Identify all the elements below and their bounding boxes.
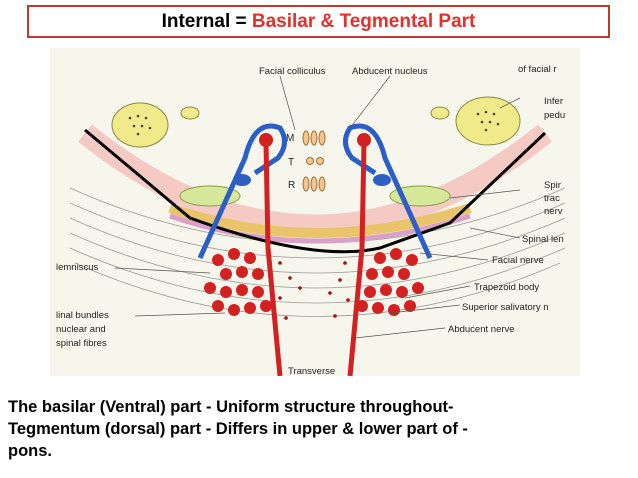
transverse-fibres	[69, 187, 566, 317]
label-spinal-len: Spinal len	[522, 234, 564, 245]
nucleus-oval	[180, 106, 200, 120]
nucleus-letter-r: R	[288, 180, 295, 191]
title-prefix: Internal =	[161, 10, 252, 32]
label-infer: Infer	[544, 96, 563, 107]
label-nuclear-and: nuclear and	[56, 324, 106, 335]
label-bundles: linal bundles	[56, 310, 109, 321]
label-transverse: Transverse	[288, 366, 335, 376]
label-facial-colliculus: Facial colliculus	[259, 66, 326, 77]
right-facial-nucleus	[373, 174, 391, 186]
nucleus-letter-m: M	[286, 133, 294, 144]
small-nuclei-dots	[278, 261, 350, 320]
left-inferior-peduncle	[111, 102, 169, 148]
caption-line-2: Tegmentum (dorsal) part - Differs in upp…	[8, 420, 468, 438]
nucleus-letter-t: T	[288, 157, 294, 168]
left-facial-nerve	[197, 123, 287, 260]
label-pedu: pedu	[544, 110, 565, 121]
caption-text: The basilar (Ventral) part - Uniform str…	[8, 396, 633, 462]
label-trapezoid-body: Trapezoid body	[474, 282, 539, 293]
left-abducent-nerve	[263, 142, 283, 376]
label-abducent-nucleus: Abducent nucleus	[352, 66, 428, 77]
right-abducent-nucleus	[357, 133, 371, 147]
title-highlight: Basilar & Tegmental Part	[251, 10, 476, 32]
peduncle-dots	[128, 110, 500, 136]
right-inferior-peduncle	[455, 96, 521, 146]
label-lemniscus: lemniscus	[56, 262, 98, 273]
left-abducent-nucleus	[259, 133, 273, 147]
lemniscus-band-pink	[169, 213, 471, 244]
right-abducent-nerve	[347, 142, 367, 376]
pontine-nuclei-right	[356, 248, 424, 316]
label-of-facial: of facial r	[518, 64, 557, 75]
label-trac: trac	[544, 193, 560, 204]
lemniscus-band	[168, 203, 472, 238]
motor-nuclei-group	[302, 130, 326, 192]
nucleus-oval	[430, 106, 450, 120]
title-banner: Internal = Basilar & Tegmental Part	[27, 5, 610, 38]
label-superior-salivatory: Superior salivatory n	[462, 302, 549, 313]
left-facial-nucleus	[233, 174, 251, 186]
label-abducent-nerve: Abducent nerve	[448, 324, 515, 335]
leader-lines	[114, 75, 521, 339]
pons-cross-section-diagram: M T R Facial colliculus Abducent	[50, 48, 580, 376]
caption-line-1: The basilar (Ventral) part - Uniform str…	[8, 398, 454, 416]
label-spinal-fibres: spinal fibres	[56, 338, 107, 349]
caption-line-3: pons.	[8, 442, 52, 460]
pontine-nuclei-left	[204, 248, 272, 316]
label-facial-nerve: Facial nerve	[492, 255, 544, 266]
label-spir: Spir	[544, 180, 561, 191]
basilar-tegmental-boundary	[84, 128, 547, 254]
label-nerv: nerv	[544, 206, 563, 217]
tegmentum-boundary-glow	[78, 124, 552, 237]
